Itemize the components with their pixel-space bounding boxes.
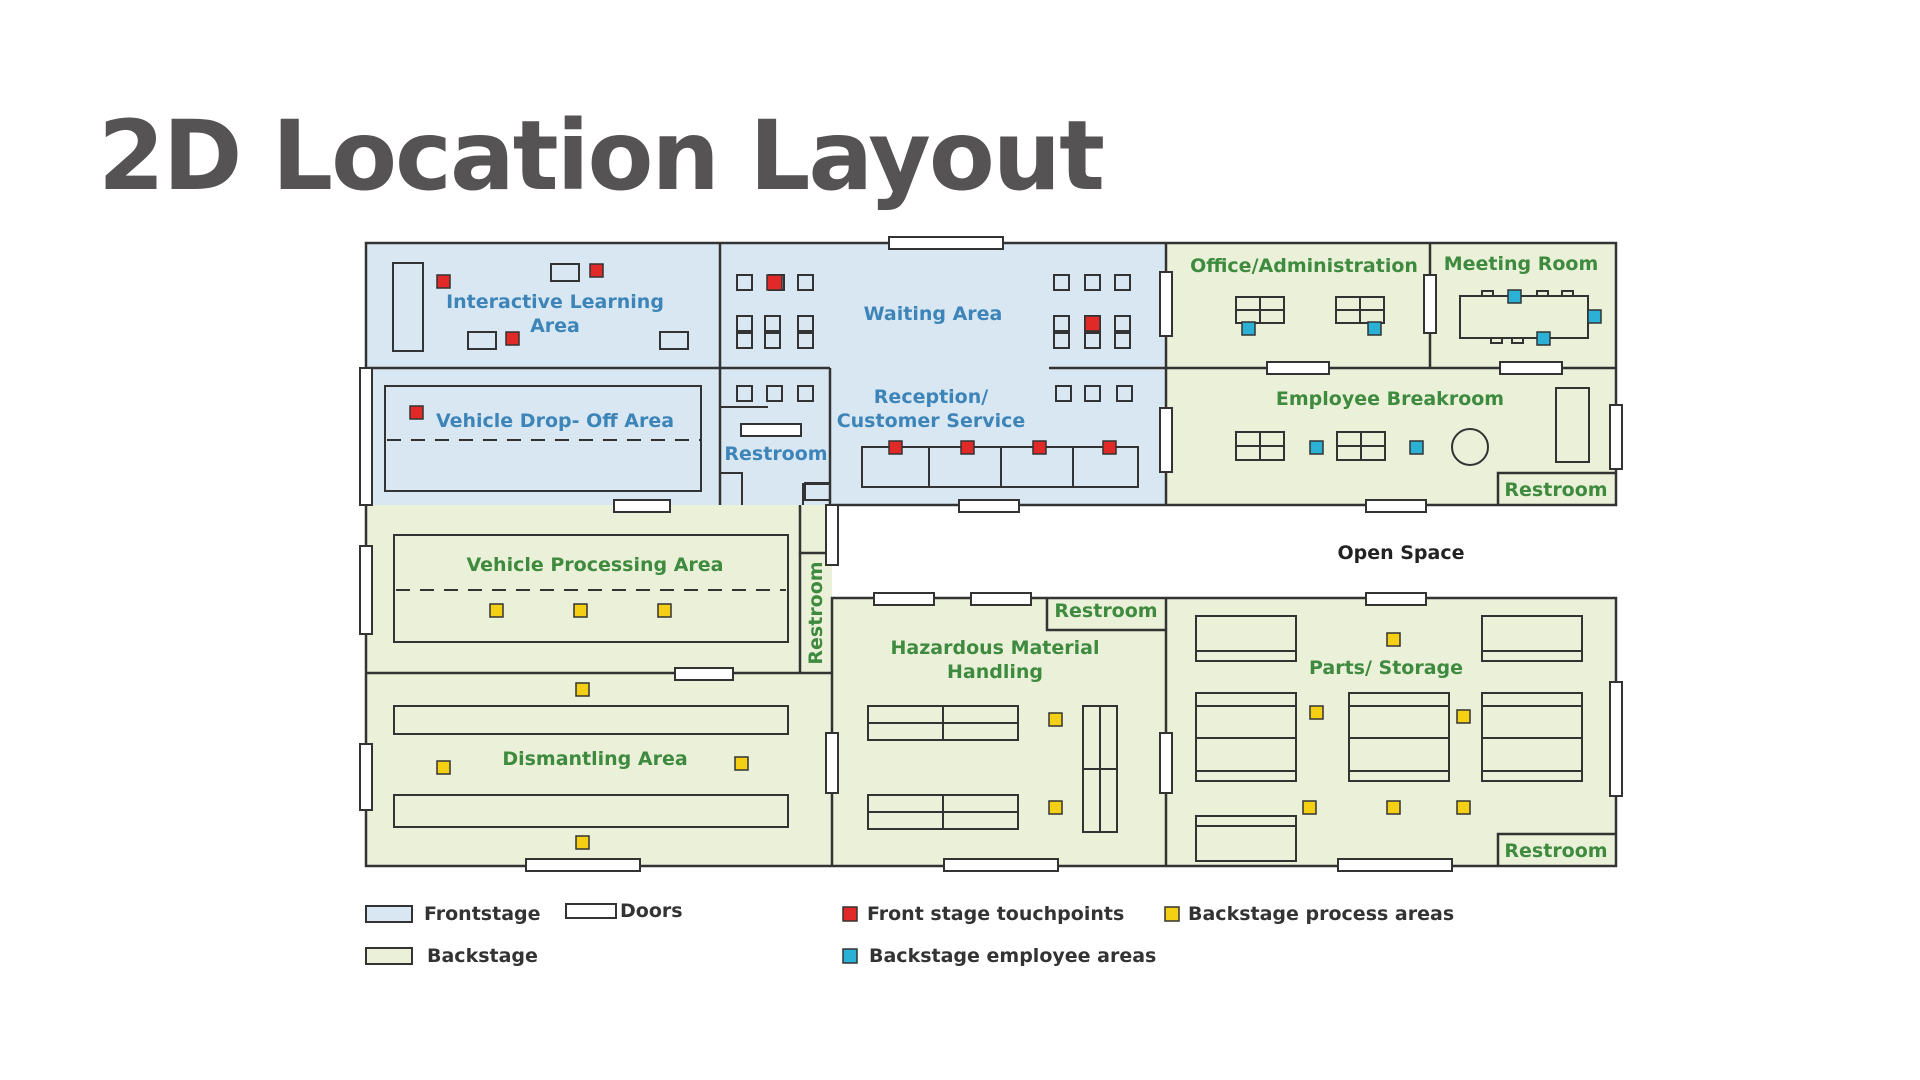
- legend-frontstage: Frontstage: [424, 903, 541, 925]
- legend-process-swatch: [1164, 906, 1180, 922]
- restroom-front-label: Restroom: [724, 443, 827, 465]
- vehicle-processing-label: Vehicle Processing Area: [466, 554, 723, 576]
- hazardous-label-2: Handling: [947, 661, 1043, 683]
- legend-process-areas: Backstage process areas: [1188, 903, 1454, 925]
- legend-employee-swatch: [842, 948, 858, 964]
- walls: [364, 241, 1618, 868]
- storage-furniture: [867, 615, 1583, 862]
- legend-frontstage-swatch: [365, 905, 413, 923]
- legend-doors: Doors: [620, 900, 683, 922]
- legend-touchpoint-swatch: [842, 906, 858, 922]
- waiting-seats: [736, 274, 1133, 501]
- legend: Frontstage Doors Backstage Front stage t…: [365, 900, 1454, 967]
- employee-markers: [1241, 289, 1602, 455]
- frontstage-zone: [366, 243, 1166, 505]
- meeting-room-label: Meeting Room: [1444, 253, 1599, 275]
- legend-doors-swatch: [565, 903, 617, 919]
- reception-label-2: Customer Service: [837, 410, 1026, 432]
- vehicle-dropoff-label: Vehicle Drop- Off Area: [436, 410, 674, 432]
- restroom-hazard-label: Restroom: [1054, 600, 1157, 622]
- office-furniture: [1235, 290, 1590, 466]
- process-markers: [436, 603, 1471, 850]
- touchpoint-markers: [409, 263, 1117, 455]
- waiting-area-label: Waiting Area: [864, 303, 1003, 325]
- doors: [359, 236, 1623, 872]
- backstage-zone-left: [366, 505, 832, 866]
- parts-storage-label: Parts/ Storage: [1309, 657, 1463, 679]
- legend-touchpoints: Front stage touchpoints: [867, 903, 1124, 925]
- interactive-learning-label: Interactive Learning: [446, 291, 664, 313]
- employee-breakroom-label: Employee Breakroom: [1276, 388, 1504, 410]
- office-admin-label: Office/Administration: [1190, 255, 1418, 277]
- inner-bays: [384, 262, 789, 828]
- dismantling-label: Dismantling Area: [502, 748, 687, 770]
- open-space-label: Open Space: [1337, 542, 1464, 564]
- legend-employee-areas: Backstage employee areas: [869, 945, 1156, 967]
- backstage-zone-right: [832, 598, 1616, 866]
- legend-backstage-swatch: [365, 947, 413, 965]
- reception-label: Reception/: [874, 386, 988, 408]
- hazardous-label: Hazardous Material: [891, 637, 1100, 659]
- restroom-parts-label: Restroom: [1504, 840, 1607, 862]
- restroom-breakroom-label: Restroom: [1504, 479, 1607, 501]
- page-title: 2D Location Layout: [98, 100, 1105, 212]
- reception-counter: [861, 446, 1139, 488]
- interactive-learning-label-2: Area: [530, 315, 580, 337]
- legend-backstage: Backstage: [427, 945, 538, 967]
- restroom-vertical-label: Restroom: [805, 561, 827, 664]
